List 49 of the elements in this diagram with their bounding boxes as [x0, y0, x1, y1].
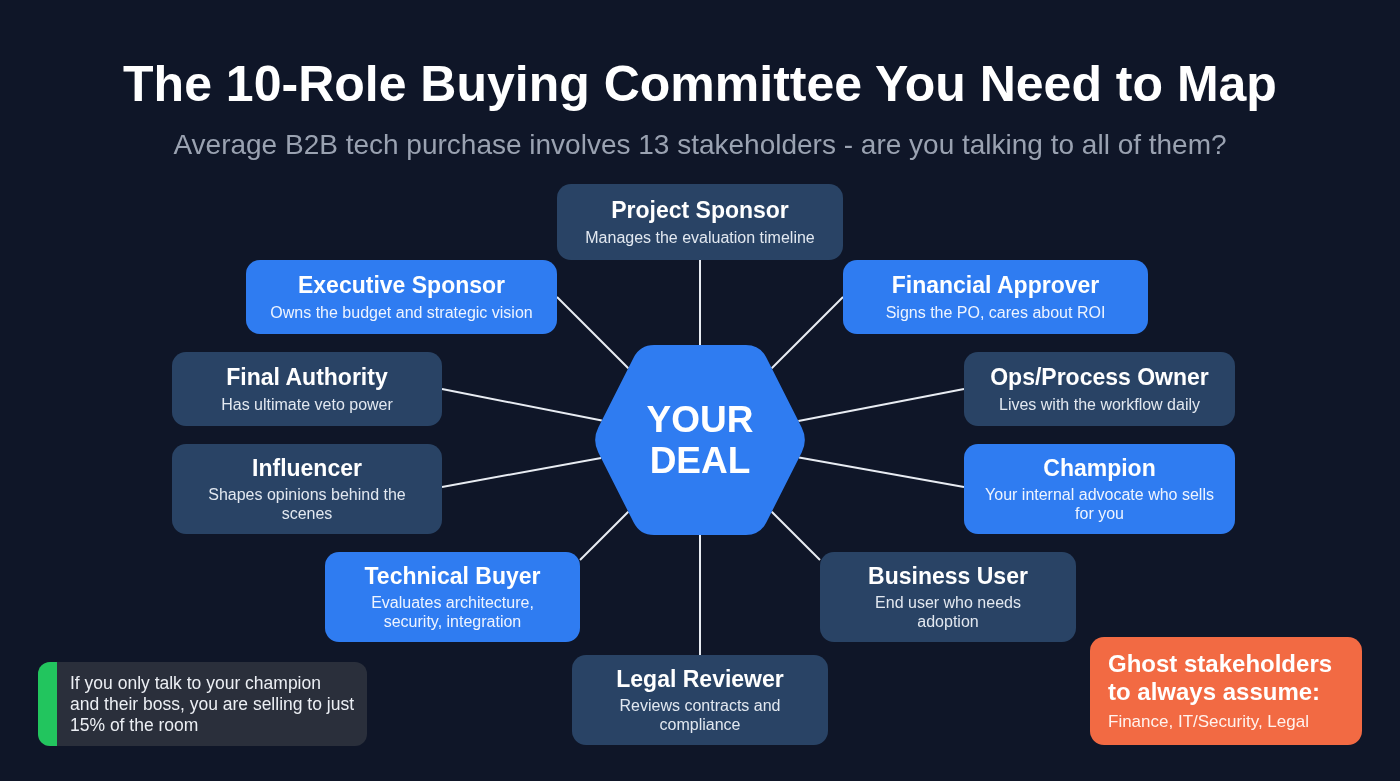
hub-hexagon — [592, 345, 808, 535]
role-description: Owns the budget and strategic vision — [270, 302, 533, 322]
connector-line — [797, 388, 965, 422]
role-card — [172, 352, 442, 426]
role-description: Evaluates architecture, security, integration — [370, 593, 535, 632]
hub-label: YOUR DEAL — [645, 398, 755, 482]
role-card — [572, 655, 828, 745]
role-title: Financial Approver — [891, 272, 1100, 299]
role-title: Champion — [1043, 454, 1156, 482]
callout-card — [1090, 637, 1362, 745]
role-card — [964, 352, 1235, 426]
role-description: Lives with the workflow daily — [999, 394, 1200, 414]
role-description: Reviews contracts and compliance — [618, 696, 782, 735]
role-title: Final Authority — [226, 364, 388, 391]
role-card — [820, 552, 1076, 642]
role-description: Has ultimate veto power — [221, 394, 393, 414]
subtitle: Average B2B tech purchase involves 13 stakeholders - are you talking to all of them? — [172, 128, 1228, 162]
role-title: Ops/Process Owner — [990, 364, 1209, 391]
role-title: Business User — [868, 562, 1028, 590]
connector-line — [699, 534, 701, 656]
role-description: Signs the PO, cares about ROI — [885, 302, 1106, 322]
connector-line — [441, 457, 603, 488]
role-title: Project Sponsor — [611, 197, 789, 224]
connector-line — [556, 296, 630, 370]
callout-title: Ghost stakeholders to always assume: — [1108, 649, 1334, 706]
connector-line — [798, 456, 965, 488]
connector-line — [699, 259, 701, 346]
role-card — [964, 444, 1235, 534]
connector-line — [770, 510, 821, 561]
role-description: End user who needs adoption — [874, 593, 1022, 632]
role-title: Technical Buyer — [364, 562, 541, 590]
role-title: Legal Reviewer — [616, 665, 784, 693]
role-description: Shapes opinions behind the scenes — [207, 485, 407, 524]
role-title: Executive Sponsor — [297, 272, 506, 299]
note-text: If you only talk to your champion and their boss, you are selling to just 15% of the room — [70, 672, 355, 736]
connector-line — [441, 388, 603, 422]
role-card — [843, 260, 1148, 334]
callout-text: Finance, IT/Security, Legal — [1108, 710, 1310, 733]
role-title: Influencer — [252, 454, 362, 482]
role-card — [172, 444, 442, 534]
role-description: Manages the evaluation timeline — [585, 227, 815, 247]
note-card — [38, 662, 367, 746]
connector-line — [579, 510, 630, 561]
role-description: Your internal advocate who sells for you — [984, 485, 1215, 524]
role-card — [325, 552, 580, 642]
title: The 10-Role Buying Committee You Need to Map — [122, 55, 1278, 114]
role-card — [246, 260, 557, 334]
role-card — [557, 184, 843, 260]
connector-line — [770, 296, 844, 370]
